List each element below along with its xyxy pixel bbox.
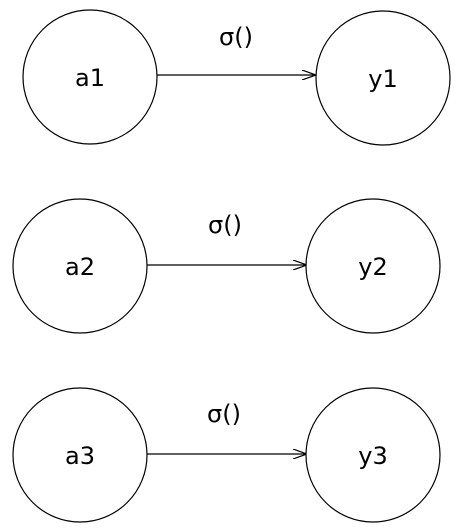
edge-label-a3-y3: σ() — [207, 400, 241, 428]
node-y1 — [315, 10, 451, 146]
edge-label-a2-y2: σ() — [208, 211, 242, 239]
node-y3-label: y3 — [358, 442, 387, 470]
diagram-row-1: a1 σ() y1 — [22, 9, 451, 146]
node-a3 — [12, 387, 148, 523]
node-a2 — [12, 198, 148, 334]
edge-label-a1-y1: σ() — [219, 23, 253, 51]
node-y2 — [305, 198, 441, 334]
node-a3-label: a3 — [65, 442, 95, 470]
node-y1-label: y1 — [368, 65, 397, 93]
node-a2-label: a2 — [65, 253, 95, 281]
node-a1 — [22, 9, 158, 145]
diagram-row-3: a3 σ() y3 — [12, 387, 441, 523]
node-y3 — [305, 387, 441, 523]
node-y2-label: y2 — [358, 253, 387, 281]
node-a1-label: a1 — [75, 64, 105, 92]
diagram-row-2: a2 σ() y2 — [12, 198, 441, 334]
